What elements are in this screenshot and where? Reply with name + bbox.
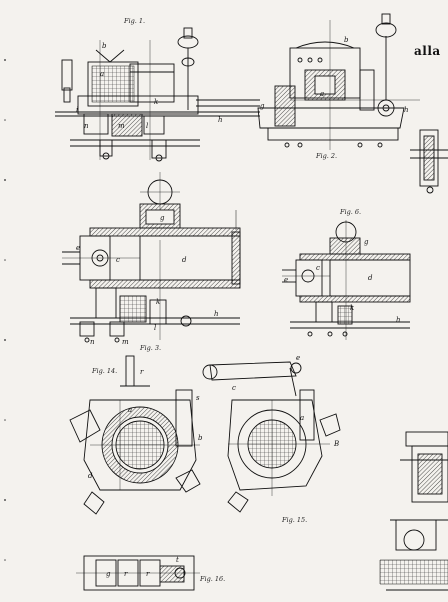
fig6-letter: k bbox=[350, 304, 354, 312]
fig16-letter: r bbox=[124, 570, 128, 578]
fig15-letter: a bbox=[300, 414, 304, 422]
fig3-letter: l bbox=[154, 324, 156, 332]
fig3-letter: d bbox=[182, 256, 187, 264]
figure-14-drawing bbox=[69, 355, 201, 515]
caption-fig-6: Fig. 6. bbox=[340, 208, 362, 216]
fig6-letter: h bbox=[396, 316, 401, 324]
binding-marks bbox=[4, 59, 6, 561]
fig2-letter: h bbox=[404, 106, 409, 114]
figure-15-letters: e c a B bbox=[232, 354, 339, 448]
figure-16-drawing bbox=[76, 555, 200, 591]
fig3-letter: n bbox=[90, 338, 95, 346]
fig1-letter: a bbox=[100, 70, 104, 78]
partial-figure-right-top bbox=[410, 129, 448, 194]
fig14-letter: a bbox=[128, 406, 132, 414]
figure-16-letters: g r r t bbox=[106, 556, 179, 578]
caption-fig-15: Fig. 15. bbox=[282, 516, 308, 524]
fig14-letter: d bbox=[88, 472, 93, 480]
fig1-letter: i bbox=[76, 106, 78, 114]
fig3-letter: m bbox=[122, 338, 129, 346]
figure-3-drawing bbox=[62, 172, 241, 343]
fig2-letter: a bbox=[320, 90, 324, 98]
figure-3-letters: g d e c h k l n m bbox=[76, 214, 219, 346]
caption-fig-2: Fig. 2. bbox=[316, 152, 338, 160]
figure-1-drawing bbox=[55, 27, 260, 162]
figure-2-drawing bbox=[257, 13, 420, 150]
figure-15-drawing bbox=[202, 361, 341, 513]
fig16-letter: g bbox=[106, 570, 111, 578]
figure-14-letters: r a s b d bbox=[88, 368, 203, 480]
fig3-letter: h bbox=[214, 310, 219, 318]
fig15-letter: e bbox=[296, 354, 300, 362]
fig6-letter: d bbox=[368, 274, 373, 282]
caption-fig-14: Fig. 14. bbox=[92, 367, 118, 375]
fig6-letter: c bbox=[316, 264, 320, 272]
fig15-letter: B bbox=[333, 440, 339, 448]
figure-6-letters: g d c e h k bbox=[284, 238, 401, 324]
figure-2-letters: b g a h bbox=[260, 36, 409, 114]
running-head: alla bbox=[414, 44, 441, 58]
fig2-letter: g bbox=[260, 102, 265, 110]
fig1-letter: m bbox=[118, 122, 125, 130]
fig15-letter: c bbox=[232, 384, 236, 392]
fig1-letter: k bbox=[154, 98, 158, 106]
caption-fig-3: Fig. 3. bbox=[140, 344, 162, 352]
figure-1-letters: b a i n m l h k bbox=[76, 42, 223, 130]
fig1-letter: b bbox=[102, 42, 107, 50]
fig2-letter: b bbox=[344, 36, 349, 44]
fig16-letter: t bbox=[176, 556, 179, 564]
fig3-letter: c bbox=[116, 256, 120, 264]
fig14-letter: s bbox=[196, 394, 200, 402]
figure-6-drawing bbox=[282, 220, 411, 340]
fig6-letter: e bbox=[284, 276, 288, 284]
fig1-letter: h bbox=[218, 116, 223, 124]
partial-figure-right-bottom bbox=[379, 431, 448, 591]
caption-fig-1: Fig. 1. bbox=[124, 17, 146, 25]
fig16-letter: r bbox=[146, 570, 150, 578]
fig3-letter: k bbox=[156, 298, 160, 306]
fig14-letter: r bbox=[140, 368, 144, 376]
fig3-letter: e bbox=[76, 244, 80, 252]
caption-fig-16: Fig. 16. bbox=[200, 575, 226, 583]
fig1-letter: n bbox=[84, 122, 89, 130]
fig1-letter: l bbox=[146, 122, 148, 130]
fig3-letter: g bbox=[160, 214, 165, 222]
fig6-letter: g bbox=[364, 238, 369, 246]
fig14-letter: b bbox=[198, 434, 203, 442]
